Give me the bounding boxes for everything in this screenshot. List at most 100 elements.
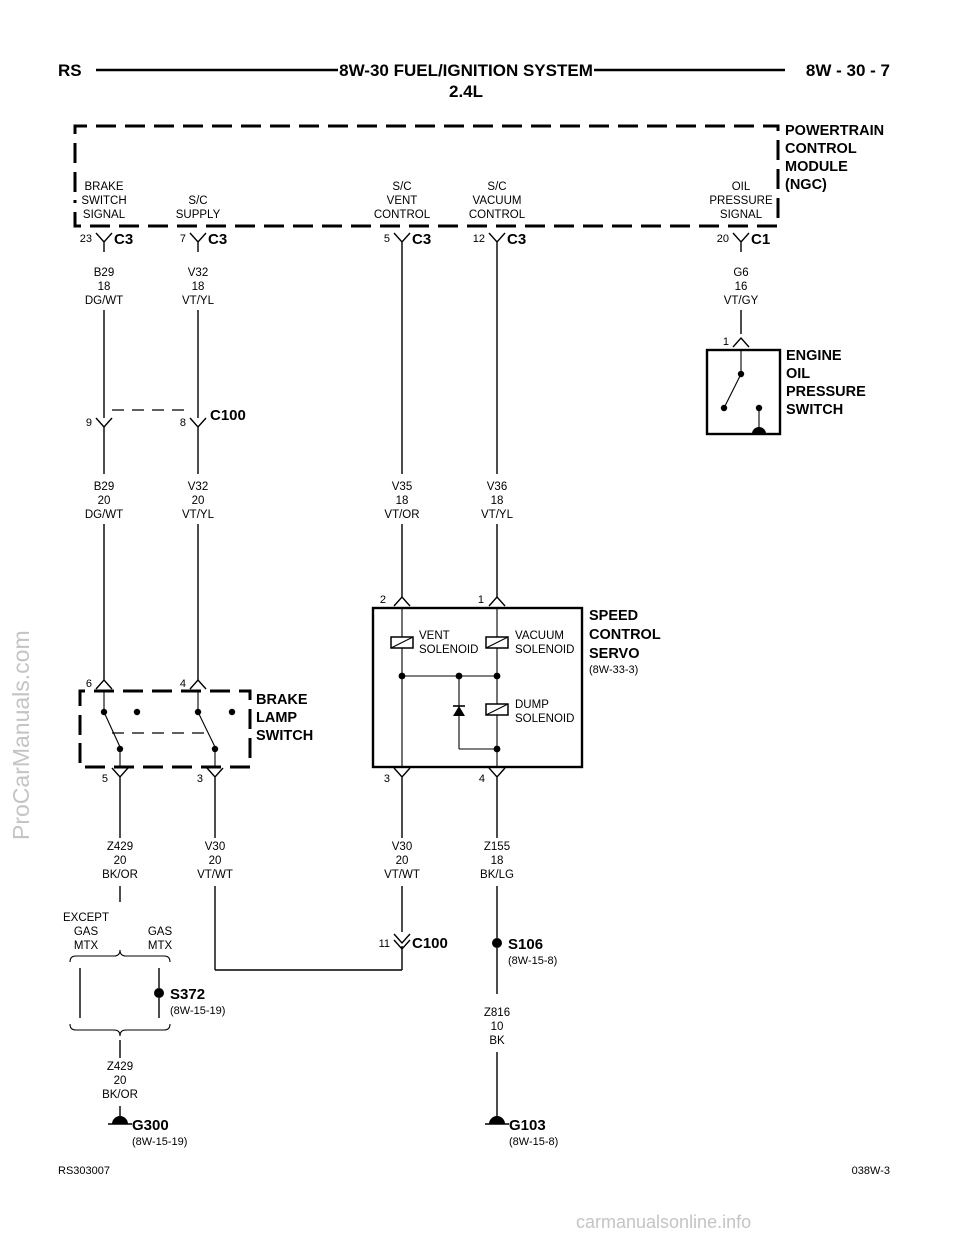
pcm-label-supply-2: SUPPLY	[176, 209, 221, 221]
switch-blade	[197, 711, 216, 748]
wire-id: Z816	[484, 1007, 510, 1019]
terminal-icon	[95, 417, 113, 432]
splice-dot	[154, 988, 164, 998]
terminal-icon	[393, 232, 411, 252]
terminal-icon	[111, 767, 129, 782]
splice-ref: (8W-15-8)	[508, 955, 557, 967]
wire-id: B29	[94, 267, 114, 279]
footer-code: 038W-3	[852, 1165, 890, 1177]
page-footer: RS303007 038W-3	[58, 1165, 890, 1177]
wire-id: V30	[205, 841, 225, 853]
connector-id: C100	[210, 407, 246, 424]
dump-solenoid-label-1: DUMP	[515, 699, 549, 711]
oil-switch-name-1: ENGINE	[786, 348, 842, 364]
terminal-icon	[488, 232, 506, 252]
pin-number: 12	[473, 233, 485, 245]
pcm-label-vacuum-3: CONTROL	[469, 209, 526, 221]
dump-solenoid-label-2: SOLENOID	[515, 713, 574, 725]
pin-number: 2	[380, 594, 386, 606]
pin-number: 7	[180, 233, 186, 245]
pcm-label-oil-1: OIL	[732, 181, 751, 193]
oil-switch-box	[705, 348, 782, 436]
wire-color: VT/GY	[724, 295, 759, 307]
pin-number: 23	[80, 233, 92, 245]
wire-id: V36	[487, 481, 507, 493]
brake-switch-name-2: LAMP	[256, 710, 297, 726]
wire-color: VT/YL	[481, 509, 514, 521]
splice-id: S106	[508, 936, 543, 953]
pin-number: 4	[479, 773, 485, 785]
terminal-icon	[95, 678, 113, 690]
pin-number: 3	[197, 773, 203, 785]
pcm-label-vent-2: VENT	[387, 195, 418, 207]
servo-name-2: CONTROL	[589, 627, 661, 643]
pcm-outline	[73, 124, 780, 228]
terminal-icon	[189, 417, 207, 432]
speed-control-servo: 2 1 VENT SOLENOID VACUUM SOLENOID DUMP S…	[371, 594, 661, 785]
vent-solenoid-slash	[390, 636, 414, 649]
wire-id: Z155	[484, 841, 510, 853]
header-left: RS	[58, 61, 82, 80]
connector-id: C3	[208, 231, 227, 248]
brake-switch-name-1: BRAKE	[256, 692, 308, 708]
wire-gauge: 18	[98, 281, 111, 293]
oil-switch-name-4: SWITCH	[786, 402, 843, 418]
wire-id: V35	[392, 481, 412, 493]
terminal-icon	[189, 678, 207, 690]
header-title: 8W-30 FUEL/IGNITION SYSTEM	[339, 61, 593, 80]
pin-number: 8	[180, 417, 186, 429]
vent-solenoid-label-1: VENT	[419, 630, 450, 642]
wire-gauge: 16	[735, 281, 748, 293]
connector-id: C3	[114, 231, 133, 248]
wire-gauge: 20	[209, 855, 222, 867]
servo-name-3: SERVO	[589, 646, 640, 662]
splice-dot	[492, 938, 502, 948]
pin-number: 20	[717, 233, 729, 245]
pcm-label-brake-2: SWITCH	[81, 195, 126, 207]
terminal-icon	[189, 232, 207, 252]
wire-gauge: 20	[396, 855, 409, 867]
c100-upper: 9 8 C100	[86, 407, 246, 432]
wire-gauge: 18	[491, 855, 504, 867]
ground-icon	[489, 1116, 505, 1124]
splice-id: S372	[170, 986, 205, 1003]
pcm-name-3: MODULE	[785, 159, 848, 175]
option-brace-bottom	[69, 1023, 171, 1037]
pcm-label-brake-3: SIGNAL	[83, 209, 126, 221]
ground-g300: G300 (8W-15-19)	[108, 1116, 187, 1148]
header-subtitle: 2.4L	[449, 82, 483, 101]
pcm-label-vacuum-2: VACUUM	[473, 195, 522, 207]
watermark-bottom: carmanualsonline.info	[576, 1212, 752, 1232]
switch-contact	[720, 404, 728, 412]
pin-number: 11	[379, 938, 390, 950]
terminal-icon	[393, 767, 411, 782]
wire-color: BK/OR	[102, 1089, 138, 1101]
wire-gauge: 20	[98, 495, 111, 507]
pcm-label-supply-1: S/C	[188, 195, 207, 207]
wire-gauge: 20	[114, 855, 127, 867]
vent-solenoid-label-2: SOLENOID	[419, 644, 478, 656]
brake-switch-name-3: SWITCH	[256, 728, 313, 744]
wire-runs	[103, 252, 742, 680]
vacuum-solenoid-slash	[485, 636, 509, 649]
splice-dot	[493, 745, 501, 753]
terminal-icon	[732, 336, 750, 348]
terminal-icon	[393, 595, 411, 607]
option-gas-1: GAS	[148, 926, 173, 938]
wire-id: V30	[392, 841, 412, 853]
pcm-label-vacuum-1: S/C	[487, 181, 506, 193]
diode-icon	[453, 706, 465, 716]
pin-number: 5	[384, 233, 390, 245]
vacuum-solenoid-label-1: VACUUM	[515, 630, 564, 642]
wire-color: BK	[489, 1035, 505, 1047]
ground-ref: (8W-15-8)	[509, 1136, 558, 1148]
case-ground-icon	[752, 427, 766, 434]
pin-number: 6	[86, 678, 92, 690]
wire-color: VT/OR	[384, 509, 419, 521]
connector-id: C3	[412, 231, 431, 248]
ground-g103: G103 (8W-15-8)	[485, 1116, 558, 1148]
option-brace-top	[69, 949, 171, 963]
pin-number: 1	[478, 594, 484, 606]
splice-s106: S106 (8W-15-8)	[492, 936, 557, 967]
